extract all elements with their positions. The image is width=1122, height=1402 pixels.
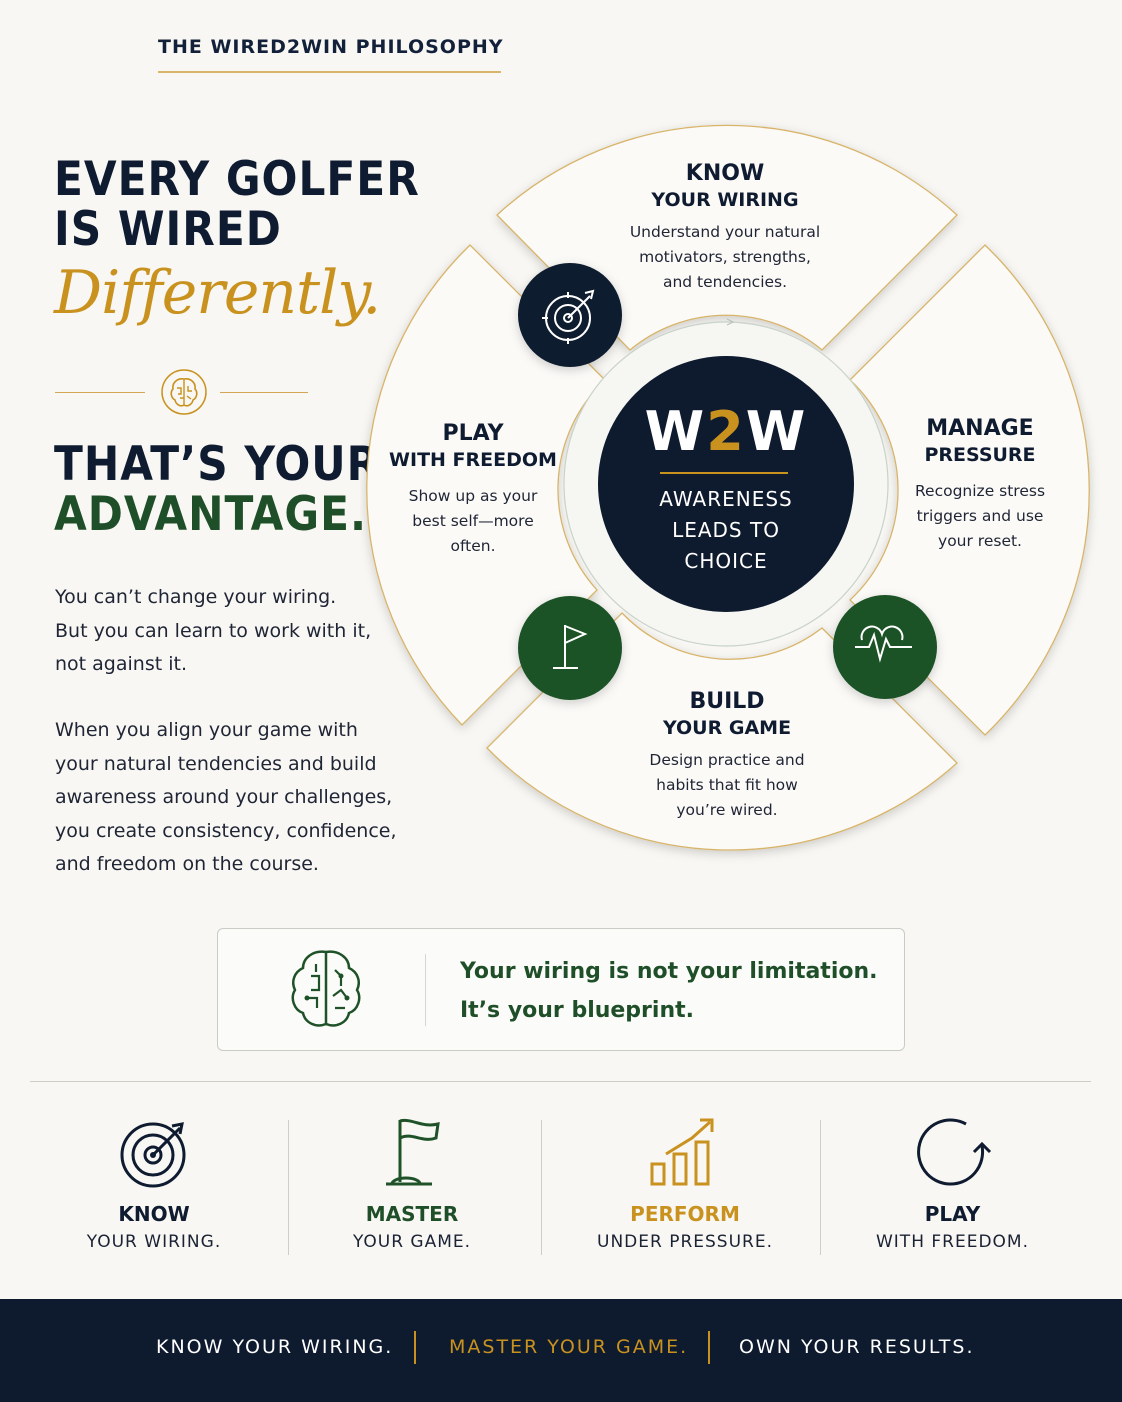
tagline-line: AWARENESS	[659, 487, 793, 511]
footer-divider	[414, 1331, 416, 1364]
manage-pressure: MANAGE PRESSURE Recognize stress trigger…	[890, 415, 1070, 554]
footer-slogan-1: KNOW YOUR WIRING.	[156, 1336, 394, 1358]
know-description: Understand your natural motivators, stre…	[600, 220, 850, 295]
footer-bar	[0, 1299, 1122, 1402]
manage-subtitle: PRESSURE	[924, 444, 1036, 466]
logo-w: W	[745, 400, 808, 463]
center-tagline: AWARENESS LEADS TO CHOICE	[598, 484, 854, 577]
build-description: Design practice and habits that fit how …	[617, 748, 837, 823]
intro-line: But you can learn to work with it,	[55, 619, 372, 642]
growth-chart-icon	[650, 1118, 714, 1186]
build-title: BUILD	[689, 689, 765, 714]
pillar-play: PLAY WITH FREEDOM.	[845, 1200, 1060, 1256]
heartbeat-icon	[833, 595, 937, 699]
play-subtitle: WITH FREEDOM	[389, 449, 557, 471]
divider-left	[55, 392, 145, 393]
quote-line-1: Your wiring is not your limitation.	[460, 959, 878, 984]
hero-line-2: IS WIRED	[54, 202, 282, 257]
play-desc-line: best self—more	[412, 512, 534, 530]
eyebrow-divider	[158, 71, 501, 73]
pillar-title: PERFORM	[630, 1202, 740, 1226]
pillar-divider	[820, 1120, 821, 1255]
hero-heading: EVERY GOLFER IS WIRED	[54, 155, 420, 255]
manage-desc-line: triggers and use	[916, 507, 1044, 525]
footer-slogan-3: OWN YOUR RESULTS.	[739, 1336, 975, 1358]
intro-line: not against it.	[55, 653, 187, 675]
logo-w: W	[644, 400, 707, 463]
body-line: When you align your game with	[55, 719, 358, 741]
manage-title: MANAGE	[926, 416, 1034, 441]
pillar-master: MASTER YOUR GAME.	[312, 1200, 512, 1256]
target-icon	[120, 1122, 186, 1188]
advantage-heading: THAT’S YOUR ADVANTAGE.	[54, 440, 380, 540]
know-desc-line: motivators, strengths,	[639, 248, 811, 266]
know-your-wiring: KNOW YOUR WIRING Understand your natural…	[600, 160, 850, 295]
pillar-divider	[541, 1120, 542, 1255]
refresh-icon	[917, 1118, 992, 1186]
brain-icon	[161, 369, 207, 415]
philosophy-wheel	[366, 124, 1090, 851]
body-line: and freedom on the course.	[55, 853, 319, 875]
play-title: PLAY	[442, 421, 504, 446]
pillar-know: KNOW YOUR WIRING.	[54, 1200, 254, 1256]
manage-description: Recognize stress triggers and use your r…	[890, 479, 1070, 554]
intro-line: You can’t change your wiring.	[55, 586, 337, 608]
pillar-subtitle: WITH FREEDOM.	[875, 1232, 1029, 1252]
pillar-title: KNOW	[118, 1202, 190, 1226]
know-desc-line: and tendencies.	[662, 273, 788, 291]
play-desc-line: Show up as your	[408, 487, 538, 505]
pillar-subtitle: UNDER PRESSURE.	[597, 1232, 773, 1252]
logo-2: 2	[706, 400, 746, 463]
build-desc-line: habits that fit how	[656, 776, 798, 794]
body-paragraph: When you align your game with your natur…	[55, 714, 415, 882]
brain-icon	[291, 950, 361, 1027]
manage-desc-line: Recognize stress	[914, 482, 1046, 500]
advantage-line-1: THAT’S YOUR	[54, 437, 381, 492]
pillar-title: MASTER	[365, 1202, 459, 1226]
eyebrow-title: THE WIRED2WIN PHILOSOPHY	[158, 36, 504, 58]
body-line: awareness around your challenges,	[55, 786, 393, 808]
pillar-subtitle: YOUR GAME.	[352, 1232, 472, 1252]
tagline-line: CHOICE	[684, 549, 768, 573]
play-with-freedom: PLAY WITH FREEDOM Show up as your best s…	[383, 420, 563, 559]
hero-line-1: EVERY GOLFER	[54, 152, 420, 207]
build-desc-line: you’re wired.	[676, 801, 778, 819]
pillar-subtitle: YOUR WIRING.	[86, 1232, 222, 1252]
body-line: your natural tendencies and build	[55, 752, 377, 775]
footer-slogan-2: MASTER YOUR GAME.	[449, 1336, 689, 1358]
advantage-line-2: ADVANTAGE.	[54, 487, 368, 542]
quote-divider	[425, 954, 426, 1026]
section-divider	[30, 1081, 1091, 1082]
know-desc-line: Understand your natural	[629, 223, 821, 241]
body-line: you create consistency, confidence,	[55, 819, 397, 842]
know-subtitle: YOUR WIRING	[651, 189, 799, 211]
play-desc-line: often.	[450, 537, 496, 555]
center-logo: W2W	[598, 400, 854, 463]
quote-line-2: It’s your blueprint.	[460, 998, 694, 1023]
flag-icon	[386, 1118, 440, 1186]
tagline-line: LEADS TO	[672, 518, 780, 542]
divider-right	[220, 392, 308, 393]
intro-paragraph: You can’t change your wiring. But you ca…	[55, 581, 415, 682]
know-title: KNOW	[685, 161, 765, 186]
center-hub	[598, 356, 854, 612]
build-your-game: BUILD YOUR GAME Design practice and habi…	[617, 688, 837, 823]
play-description: Show up as your best self—more often.	[383, 484, 563, 559]
pillar-perform: PERFORM UNDER PRESSURE.	[570, 1200, 800, 1256]
pillar-divider	[288, 1120, 289, 1255]
hero-script-word: Differently.	[54, 258, 381, 328]
flag-icon	[518, 596, 622, 700]
build-subtitle: YOUR GAME	[662, 717, 792, 739]
build-desc-line: Design practice and	[649, 751, 805, 769]
quote-text: Your wiring is not your limitation. It’s…	[460, 952, 878, 1030]
manage-desc-line: your reset.	[938, 532, 1022, 550]
quote-box	[217, 928, 905, 1051]
pillar-title: PLAY	[924, 1202, 981, 1226]
footer-divider	[708, 1331, 710, 1364]
